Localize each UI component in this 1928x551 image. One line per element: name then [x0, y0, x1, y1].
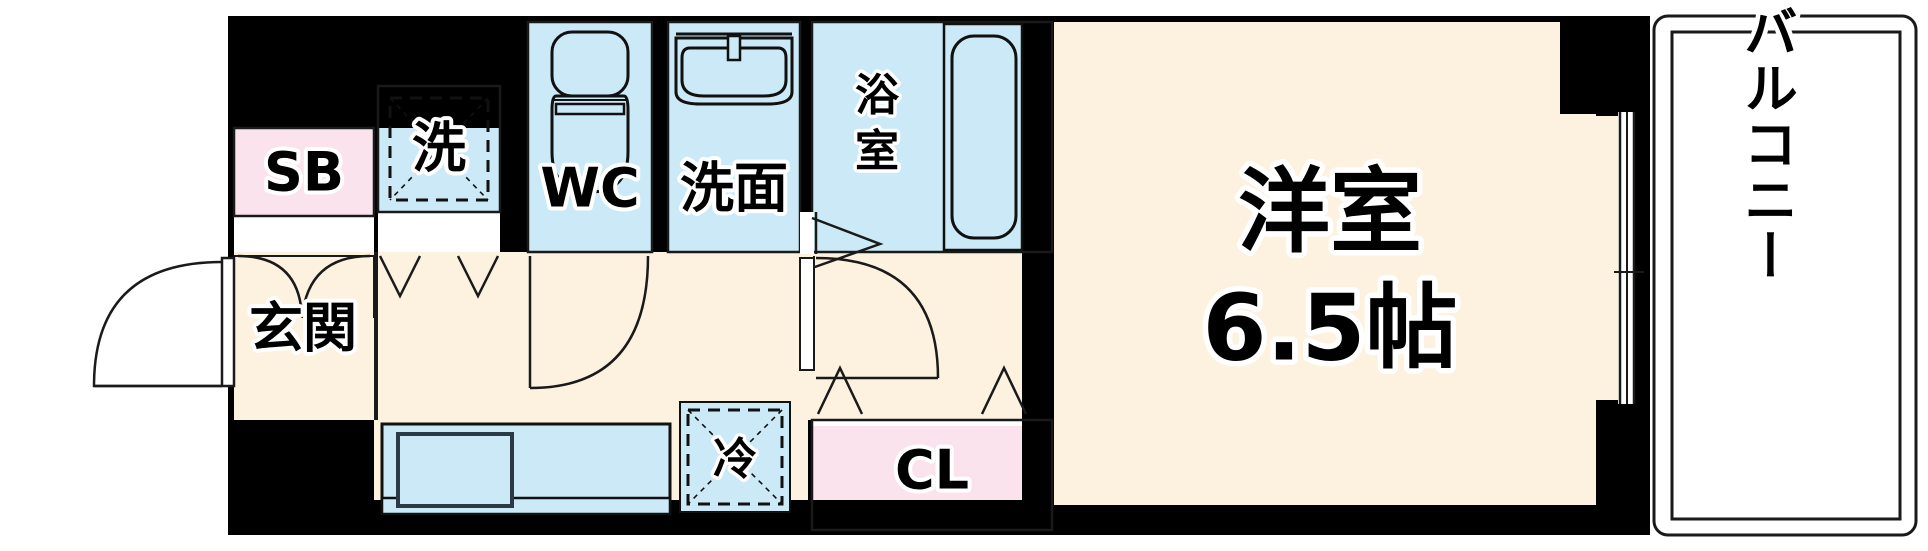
label-sb: SB [264, 141, 344, 204]
wall-left-of-wc [500, 22, 528, 252]
wall-right-lower [1596, 400, 1624, 535]
door-symbols [92, 112, 1644, 415]
washer-folding-door [378, 255, 500, 299]
label-main-room-area: 6.5帖 [1203, 274, 1458, 381]
label-main-room: 洋室 [1238, 158, 1422, 265]
label-wc: WC [540, 157, 639, 220]
kitchen-counter-fixture [380, 422, 672, 516]
label-washbasin: 洗面 [680, 157, 788, 220]
wall-right-upper [1596, 16, 1650, 116]
label-washer: 洗 [412, 117, 466, 180]
closet-folding-doors [816, 365, 1028, 415]
bathtub-fixture [942, 22, 1024, 252]
room-labels: SB 洗 WC 洗面 浴室 玄関 冷 CL 洋室 6.5帖 バルコニー [245, 0, 1802, 506]
genkan-folding-door [234, 254, 375, 319]
label-closet: CL [895, 439, 969, 502]
toilet-fixture [550, 30, 630, 194]
wall-bath-mainroom [1022, 22, 1054, 520]
wall-below-genkan [234, 420, 374, 535]
wall-genkan-corridor [374, 252, 378, 420]
washing-machine-slot [388, 96, 490, 202]
balcony-sliding-door [1614, 112, 1644, 404]
wall-bottom-right [1054, 505, 1624, 535]
refrigerator-slot [679, 401, 791, 513]
wall-top-left-mass [234, 16, 500, 128]
room-fill-sb [234, 128, 374, 216]
wall-wc-washbasin [652, 22, 668, 252]
label-bath-line1: 浴室 [855, 70, 900, 177]
wash-basin-fixture [674, 32, 794, 106]
wall-washbasin-bath [800, 22, 812, 212]
washer-door-gap [378, 212, 500, 252]
label-balcony: バルコニー [1734, 4, 1797, 284]
label-genkan: 玄関 [249, 297, 357, 360]
entrance-door [92, 256, 236, 388]
label-fridge: 冷 [713, 434, 757, 485]
room-fill-main-room [1054, 22, 1618, 505]
wc-door [528, 255, 650, 390]
balcony-inner-rail [1670, 30, 1902, 521]
room-outlines [232, 20, 1054, 532]
room-fill-genkan [234, 252, 374, 420]
sb-door-gap [234, 216, 374, 252]
